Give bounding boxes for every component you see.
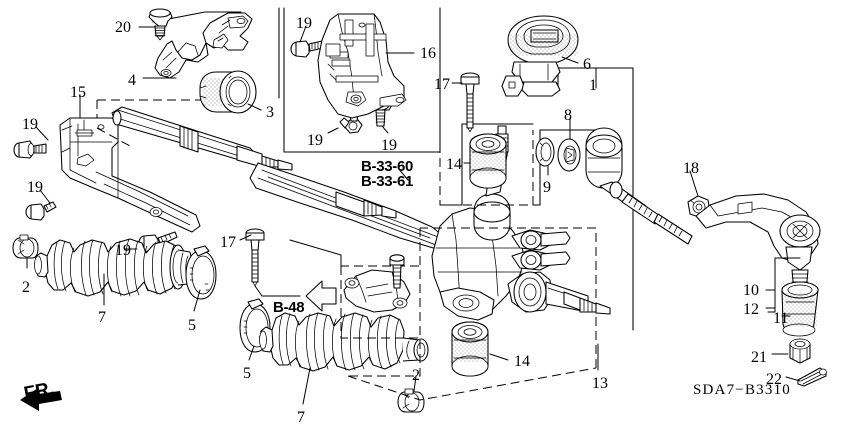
callout-17-a: 17 [220,234,236,251]
callout-1: 1 [589,77,597,94]
callout-14-b: 14 [514,353,530,370]
callout-4: 4 [128,72,136,89]
drawing-number: SDA7−B3310 [693,382,791,398]
callout-13: 13 [592,375,608,392]
callout-19-a: 19 [22,116,38,133]
part-8-lock-washer [557,138,581,172]
part-3-rack-mount-bushing [199,70,257,114]
part-11-ball-joint-boot [781,281,819,337]
callout-15: 15 [70,84,86,101]
callout-22: 22 [766,371,782,388]
callout-21: 21 [751,349,767,366]
callout-7-b: 7 [297,409,305,425]
callout-12: 12 [743,301,759,318]
leader-lines [26,25,801,405]
callout-5-b: 5 [243,365,251,382]
callout-14-a: 14 [446,156,462,173]
part-13-steering-rack-assembly [111,106,611,321]
callout-2-a: 2 [22,279,30,296]
part-6-joint-cover [501,15,579,97]
callout-2-b: 2 [412,367,420,384]
part-22-cotter-pin [797,367,827,387]
part-17-flange-bolt-right [460,72,480,133]
callout-5-a: 5 [188,317,196,334]
callout-3: 3 [266,104,274,121]
part-1-inner-tie-rod [585,127,693,245]
part-21-castle-nut [789,338,811,364]
part-20-flange-bolt [148,8,173,41]
callout-10: 10 [743,282,759,299]
ref-b3361: B-33-61 [361,173,414,190]
part-17-flange-bolt-left [245,228,265,287]
callout-19-d: 19 [296,15,312,32]
callout-19-b: 19 [27,179,43,196]
callout-19-e: 19 [307,132,323,149]
ref-b48: B-48 [273,299,305,316]
callout-7-a: 7 [98,309,106,326]
callout-20: 20 [115,19,131,36]
part-19-flange-bolt-left-upper [13,140,47,159]
callout-17-b: 17 [434,76,450,93]
callout-9: 9 [543,179,551,196]
part-16-heat-shield [317,13,407,119]
part-19-flange-bolt-upper-right-a [290,40,324,58]
part-14-mount-bushing-upper [469,133,507,189]
part-15-gear-box-bracket [59,117,201,233]
part-10-12-tie-rod-end [695,193,821,298]
callout-18: 18 [683,160,699,177]
dashed-group-boxes [96,127,597,401]
part-7-steering-boot-right [259,312,429,372]
callout-8: 8 [564,107,572,124]
callout-11: 11 [773,310,789,327]
part-2-boot-clip-left [12,234,39,259]
ref-b3360: B-33-60 [361,158,414,175]
callout-19-c: 19 [115,242,131,259]
part-4-mounting-bracket [154,12,253,79]
part-2-boot-clip-right [397,388,425,413]
callout-6: 6 [583,56,591,73]
part-14-mount-bushing-lower [451,321,489,377]
front-direction-arrow-icon [20,388,62,411]
part-19-flange-bolt-left-lower [25,201,57,221]
part-9-spacer-ring [535,137,555,167]
callout-16: 16 [420,45,436,62]
part-5-boot-band-left [185,245,217,300]
callout-19-f: 19 [381,137,397,154]
part-7-steering-boot-left [34,238,193,297]
part-b48-bracket [254,239,411,313]
